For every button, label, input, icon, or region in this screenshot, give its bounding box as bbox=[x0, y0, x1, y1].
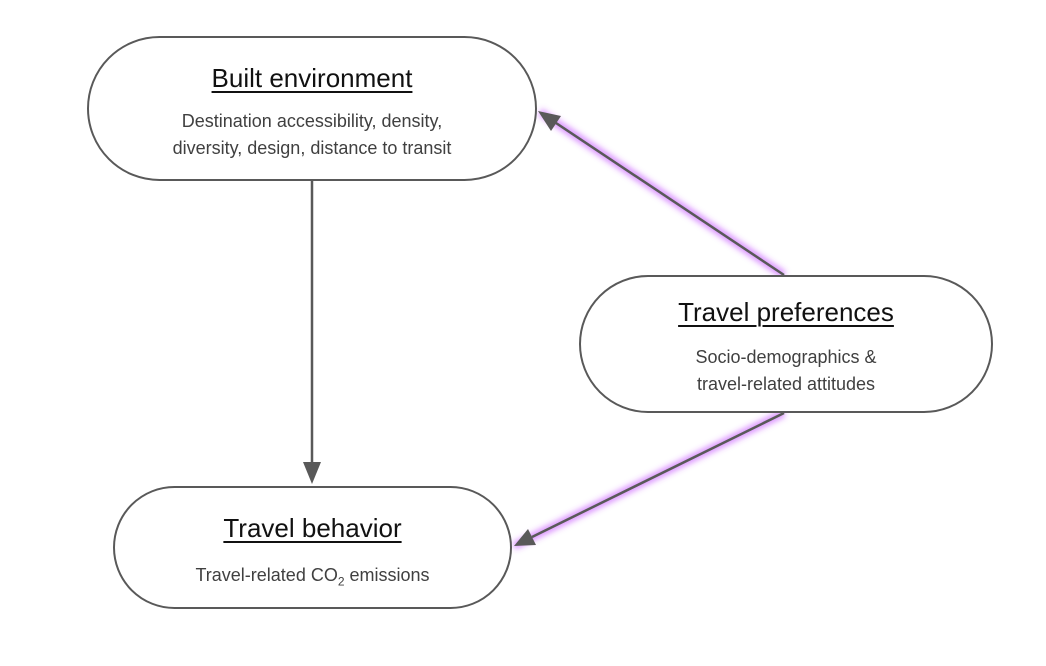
node-built-environment: Built environment Destination accessibil… bbox=[87, 36, 537, 181]
node-description: Socio-demographics & travel-related atti… bbox=[581, 344, 991, 398]
node-title: Travel behavior bbox=[223, 513, 402, 543]
arrowhead bbox=[538, 111, 561, 131]
node-travel-behavior: Travel behavior Travel-related CO2 emiss… bbox=[113, 486, 512, 609]
description-text: Travel-related CO bbox=[195, 565, 338, 585]
node-title: Travel preferences bbox=[678, 297, 894, 327]
edge-prefs-to-built bbox=[537, 108, 787, 279]
node-description: Destination accessibility, density, dive… bbox=[89, 108, 535, 162]
arrowhead bbox=[514, 529, 536, 546]
edge-line bbox=[531, 411, 785, 539]
description-line-1: Destination accessibility, density, bbox=[181, 111, 443, 131]
edge-built-to-behavior bbox=[303, 181, 321, 484]
node-travel-preferences: Travel preferences Socio-demographics & … bbox=[579, 275, 993, 413]
description-line-2: travel-related attitudes bbox=[696, 374, 876, 394]
description-text-end: emissions bbox=[344, 565, 430, 585]
arrowhead bbox=[303, 462, 321, 484]
co2-subscript: 2 bbox=[337, 574, 345, 589]
description-line-2: diversity, design, distance to transit bbox=[172, 138, 452, 158]
node-description: Travel-related CO2 emissions bbox=[115, 562, 510, 596]
node-title: Built environment bbox=[211, 63, 413, 93]
edge-prefs-to-behavior bbox=[512, 409, 786, 550]
edge-line bbox=[555, 121, 785, 277]
description-line-1: Socio-demographics & bbox=[695, 347, 877, 367]
